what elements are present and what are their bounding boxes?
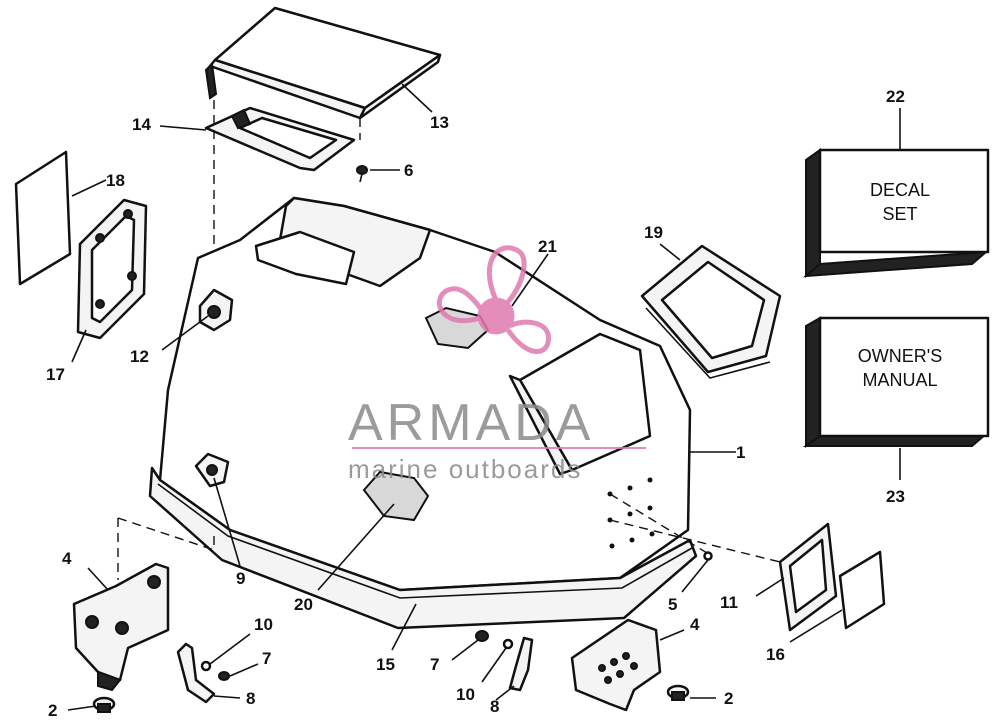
part-10-washer-right <box>502 638 514 650</box>
callout-21: 21 <box>538 237 557 256</box>
part-12-latch-knob <box>198 288 234 332</box>
part-1-engine-cowl <box>148 196 698 630</box>
part-18-decal-sheet <box>14 150 72 286</box>
callout-17: 17 <box>46 365 65 384</box>
part-4-mount-bracket-right <box>570 618 662 712</box>
part-17-window-frame <box>76 198 148 340</box>
callout-15: 15 <box>376 655 395 674</box>
leader-lines <box>67 83 901 711</box>
part-22-decal-set-box <box>803 148 990 279</box>
callout-8-left: 8 <box>246 689 255 708</box>
part-8-strap-right <box>508 636 534 692</box>
part-4-mount-bracket-left <box>72 562 170 692</box>
watermark-subtitle: marine outboards <box>348 454 582 484</box>
callout-18: 18 <box>106 171 125 190</box>
callout-23: 23 <box>886 487 905 506</box>
callout-13: 13 <box>430 113 449 132</box>
callout-7-right: 7 <box>430 655 439 674</box>
owners-manual-label-line1: OWNER'S <box>858 346 942 366</box>
part-10-washer-left <box>200 660 212 672</box>
part-23-owners-manual-box <box>802 316 990 448</box>
callout-11: 11 <box>720 593 738 612</box>
part-9-latch <box>194 452 230 488</box>
watermark-title: ARMADA <box>348 394 594 452</box>
part-7-screw-left <box>218 671 230 681</box>
callout-22: 22 <box>886 87 905 106</box>
callout-8-right: 8 <box>490 697 499 716</box>
part-11-small-frame <box>778 522 838 632</box>
part-6-screw <box>356 165 368 183</box>
callout-1: 1 <box>736 443 745 462</box>
callout-19: 19 <box>644 223 663 242</box>
part-19-window-frame <box>640 244 782 379</box>
assembly-line-5 <box>609 493 713 557</box>
part-14-seal-frame <box>204 106 356 172</box>
callout-12: 12 <box>130 347 149 366</box>
callout-14: 14 <box>132 115 151 134</box>
armada-watermark: ARMADA marine outboards <box>348 245 646 484</box>
assembly-line-4 <box>117 517 215 580</box>
propeller-logo-icon <box>436 245 551 354</box>
part-16-decal-sheet <box>838 550 886 630</box>
decal-set-label-line1: DECAL <box>870 180 930 200</box>
part-7-screw-right <box>475 630 489 642</box>
callout-10-right: 10 <box>456 685 475 704</box>
callout-2-right: 2 <box>724 689 733 708</box>
part-5-screw <box>703 551 713 561</box>
callout-7-left: 7 <box>262 649 271 668</box>
callout-2-left: 2 <box>48 701 57 720</box>
part-13-top-cover <box>204 6 442 120</box>
callout-9: 9 <box>236 569 245 588</box>
part-2-grommet-left <box>92 696 116 713</box>
owners-manual-label-line2: MANUAL <box>862 370 937 390</box>
callout-4-left: 4 <box>62 549 72 568</box>
callout-16: 16 <box>766 645 785 664</box>
part-2-grommet-right <box>666 684 690 701</box>
callout-10-left: 10 <box>254 615 273 634</box>
callout-6: 6 <box>404 161 413 180</box>
callout-5: 5 <box>668 595 677 614</box>
part-8-strap-left <box>176 642 216 704</box>
decal-set-label-line2: SET <box>882 204 917 224</box>
callout-20: 20 <box>294 595 313 614</box>
callout-4-right: 4 <box>690 615 700 634</box>
